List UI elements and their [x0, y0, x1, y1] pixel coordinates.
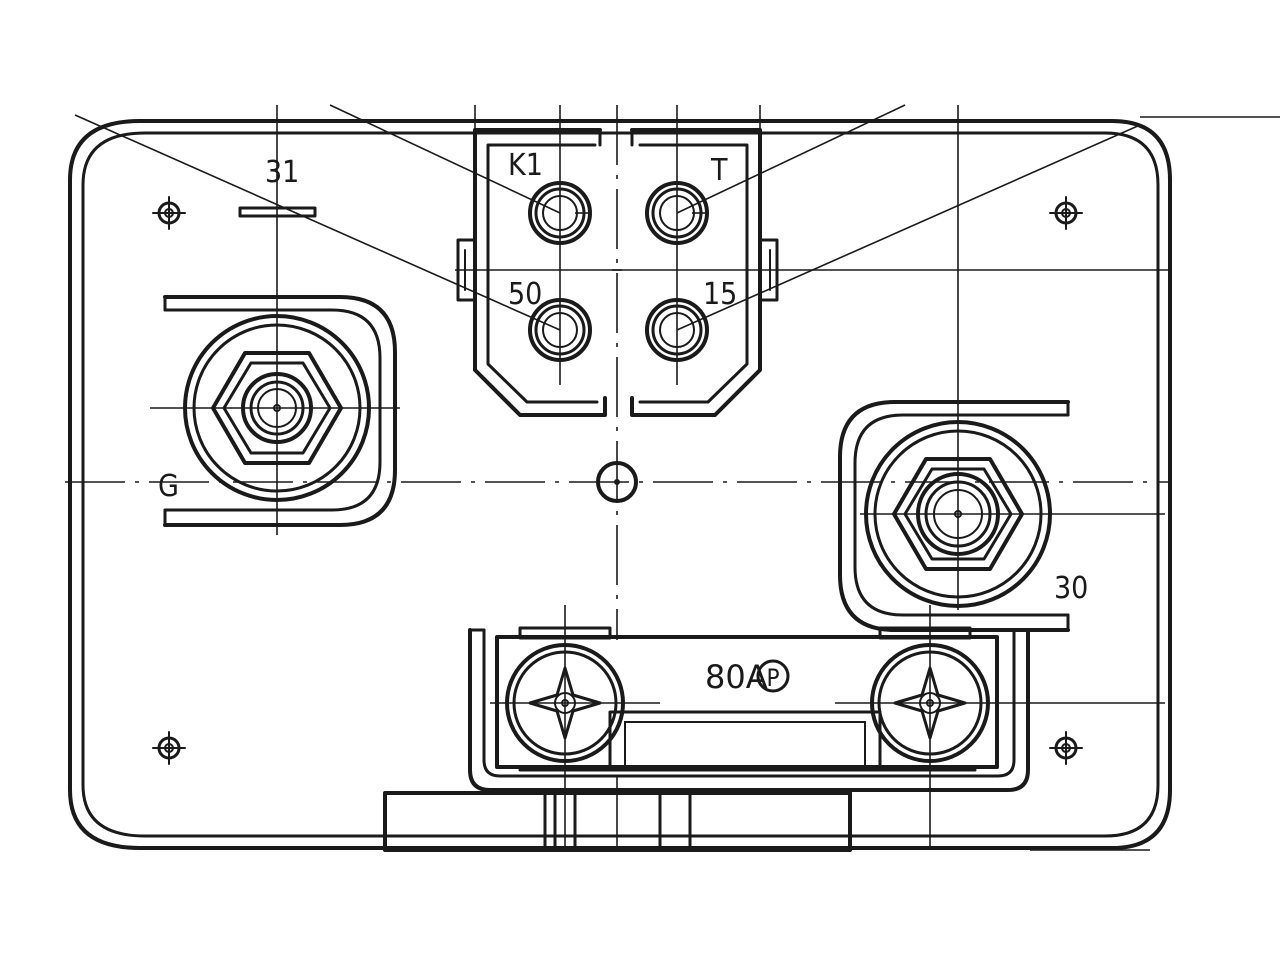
fuse-rating: 80A P: [705, 658, 790, 696]
label-30: 30: [1054, 571, 1088, 606]
terminal-31-bracket: [163, 206, 397, 527]
pin-k1: [528, 181, 592, 245]
terminal-30-bracket: [838, 400, 1070, 632]
fuse-rating-mark: P: [766, 664, 779, 692]
terminal-31-stud: [183, 314, 371, 502]
fuse-screw-left: [505, 643, 625, 763]
label-50: 50: [508, 277, 542, 312]
mounting-hole-bottom-right: [1049, 731, 1083, 765]
pin-50: [528, 298, 592, 362]
fuse-screw-right: [870, 643, 990, 763]
mounting-hole-bottom-left: [152, 731, 186, 765]
pin-15: [645, 298, 709, 362]
label-15: 15: [703, 277, 737, 312]
label-31: 31: [265, 155, 299, 190]
label-g: G: [158, 469, 179, 504]
label-k1: K1: [508, 148, 543, 183]
terminal-30-stud: [864, 420, 1052, 608]
mounting-hole-top-right: [1049, 196, 1083, 230]
fuse-holder: [468, 626, 1030, 792]
connector-socket: [456, 128, 779, 417]
label-t: T: [710, 153, 728, 188]
bottom-tab: [383, 791, 852, 852]
centre-hole: [596, 461, 638, 503]
pin-t: [645, 181, 709, 245]
housing-outline: [68, 119, 1172, 850]
mounting-hole-top-left: [152, 196, 186, 230]
